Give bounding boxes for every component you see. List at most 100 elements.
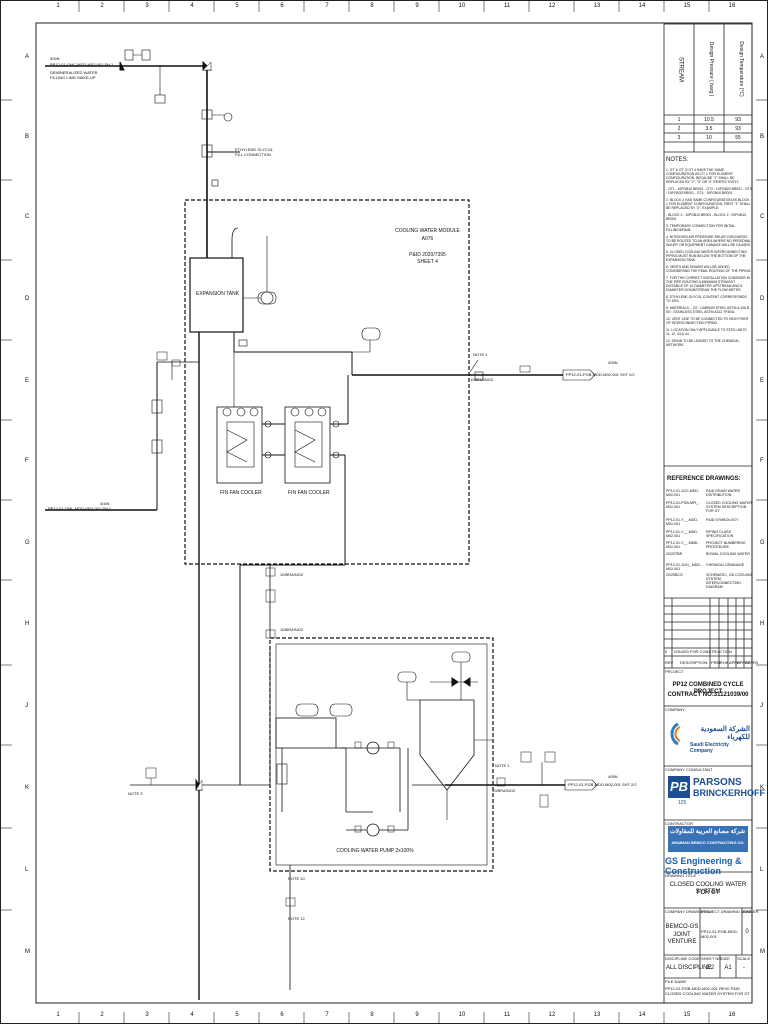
pb-name-line2: BRINCKERHOFF xyxy=(693,788,765,798)
discipline-label: DISCIPLINE CODE xyxy=(665,956,700,961)
grid-col-label: 10 xyxy=(458,1012,466,1018)
top-line-desc-1: DEMINERALIZED WATER xyxy=(50,70,98,75)
ref-title: P&ID DRAIN WATER DISTRIBUTION xyxy=(706,489,741,497)
note-item: 2. BLOCK 2 HAS SAME CONFIGURATION AS BLO… xyxy=(666,198,751,210)
ref-title: PROJECT NUMBERING PROCEDURE xyxy=(706,541,746,549)
gs-logo-name: GS Engineering & Construction xyxy=(665,856,742,876)
project-name: PP12 COMBINED CYCLE PROJECT xyxy=(672,682,744,695)
reference-row: PP12-01-1GC-MDD-M02-001P&ID DRAIN WATER … xyxy=(666,489,754,497)
note-item: 9. MATERIALS: - CS : CARBON STEEL ASTM A… xyxy=(666,306,752,314)
drawing-title-label: DRAWING TITLE xyxy=(665,873,697,878)
module-title-1: COOLING WATER MODULE xyxy=(395,228,460,234)
bemco-arabic-name: شركة مصانع العربية للمقاولات xyxy=(669,829,745,835)
grid-row-label: D xyxy=(760,296,765,302)
reference-row: PP12-01-1GH_-MDD-M02-001CHEMICAL DRAINAG… xyxy=(666,563,754,571)
glycol-label-1: ETHYLENE GLYCOL xyxy=(235,147,274,152)
ref-number: 20/20TBR xyxy=(666,552,683,556)
note-item: - GT1 : 10PGB10 BR001 - GT2 : 10PGB20 BR… xyxy=(666,187,752,195)
note-item: 8. ETHYLENE GLYCOL CONTENT CORRESPONDS T… xyxy=(666,295,747,303)
glycol-label-2: FILL CONNECTION xyxy=(235,152,271,157)
grid-col-label: 4 xyxy=(190,3,194,9)
bemco-logo: شركة مصانع العربية للمقاولات ARABIAN BEM… xyxy=(668,826,748,852)
battery-limit-pump: 10/BRA/NOZ xyxy=(280,627,304,632)
ref-number: PP12-01-Y__-MDD-M02-001 xyxy=(666,518,699,526)
design-temperature-header: Design Temperature (°C) xyxy=(738,41,744,97)
ref-number: PP12-01-Y__-MMD-M02-001 xyxy=(666,541,699,549)
scale-label: SCALE xyxy=(737,956,751,961)
grid-row-label: A xyxy=(760,54,765,60)
file-name-label: FILE NAME xyxy=(665,979,687,984)
grid-col-label: 9 xyxy=(415,1012,419,1018)
stream-cell: 2 xyxy=(677,126,681,132)
grid-row-label: M xyxy=(760,949,765,955)
rev-col-header: APPR3 xyxy=(745,660,759,665)
revision-issue: ISSUED FOR CONSTRUCTION xyxy=(674,649,732,654)
note-1-upper: NOTE 1 xyxy=(473,352,488,357)
grid-col-label: 3 xyxy=(145,3,149,9)
sec-arabic-name: الشركة السعودية للكهرباء xyxy=(700,726,750,741)
grid-col-label: 6 xyxy=(280,3,284,9)
reference-row: PP12-01-PGB-MPI_-M02-001CLOSED COOLING W… xyxy=(666,501,754,513)
stream-cell: 10.5 xyxy=(704,117,714,123)
stream-cell: 10 xyxy=(706,135,712,141)
grid-row-label: L xyxy=(760,867,764,873)
grid-col-label: 14 xyxy=(638,3,646,9)
grid-col-label: 9 xyxy=(415,3,419,9)
sec-name: Saudi Electricity Company xyxy=(690,742,729,754)
battery-limit-upper: 10/BRA/NOZ xyxy=(470,377,494,382)
grid-col-label: 2 xyxy=(100,3,104,9)
rev-col-header: PREP xyxy=(711,660,722,665)
top-line-size: 3/4IN xyxy=(50,56,60,61)
rev-col-header: REV xyxy=(665,660,674,665)
grid-col-label: 8 xyxy=(370,3,374,9)
note-item: 4. NITROGEN AIR PRESSURE RELIEF DISCHARG… xyxy=(666,235,752,247)
pb-years: 125 xyxy=(678,800,687,806)
ref-title: BOWAL COOLING WATER xyxy=(706,552,750,556)
grid-col-label: 12 xyxy=(548,3,556,9)
left-line-tag: PP12-01-GML-MDD-M02-001 SH 1 xyxy=(48,506,112,511)
rev-col-header: DESCRIPTION xyxy=(680,660,708,665)
grid-col-label: 15 xyxy=(683,3,691,9)
stream-cell: 3 xyxy=(677,135,681,141)
grid-row-label: B xyxy=(25,134,30,140)
ref-title: CHEMICAL DRAINAGE xyxy=(706,563,745,567)
joint-venture-line2: JOINT VENTURE xyxy=(667,932,697,945)
grid-col-label: 7 xyxy=(325,3,329,9)
ref-number: PP12-01-PGB-MPI_-M02-001 xyxy=(666,501,700,509)
note-item: 5. CLOSED COOLING WATER INTERCONNECTING … xyxy=(666,250,748,262)
fin-fan-cooler-2-label: FIN FAN COOLER xyxy=(288,490,330,496)
note-item: - BLOCK 1 : 10PGB10 BR001 - BLOCK 2 : 20… xyxy=(666,213,747,221)
note-12-label: NOTE 12 xyxy=(288,916,305,921)
grid-col-label: 6 xyxy=(280,1012,284,1018)
grid-col-label: 3 xyxy=(145,1012,149,1018)
ref-title: SCHEMATIC, GD COOLING SYSTEM INTERCONNEC… xyxy=(706,573,752,589)
grid-col-label: 10 xyxy=(458,3,466,9)
note-item: 11. LOCATION ONLY APPLICABLE TO STEG UNI… xyxy=(666,328,747,336)
ref-title: P&ID SYMBOLOGY xyxy=(706,518,739,522)
pb-logo-icon: PB xyxy=(668,776,690,798)
note-item: 3. TEMPORARY CONNECTION FOR INITIAL FILL… xyxy=(666,224,736,232)
grid-row-label: F xyxy=(760,458,764,464)
grid-row-label: A xyxy=(25,54,30,60)
top-line-desc-2: FILLING LINE/ MAKE-UP xyxy=(50,75,96,80)
project-label: PROJECT xyxy=(665,669,684,674)
grid-col-label: 8 xyxy=(370,1012,374,1018)
grid-col-label: 5 xyxy=(235,1012,239,1018)
pid-reference-2: SHEET 4 xyxy=(417,259,438,265)
project-drawing-no-label: PROJECT DRAWING NUMBER xyxy=(701,909,759,914)
sheet-value: 1/2 xyxy=(705,965,715,971)
reference-row: 20/20TBR BOWAL COOLING WATER xyxy=(666,552,754,556)
cooling-water-pump-label: COOLING WATER PUMP 2x100% xyxy=(336,848,414,854)
grid-col-label: 2 xyxy=(100,1012,104,1018)
grid-row-label: H xyxy=(25,621,30,627)
pb-name-line1: PARSONS xyxy=(693,777,742,788)
grid-row-label: M xyxy=(25,949,30,955)
reference-row: PP12-01-Y__-MMD-M02-001 PROJECT NUMBERING… xyxy=(666,541,754,549)
right-upper-line-tag: PP12-01-PGB-MDD-M02-001 SHT 2/2 xyxy=(566,372,635,377)
project-drawing-no: PP12-01-PGB-MDD-M02-001 xyxy=(701,929,739,939)
grid-col-label: 13 xyxy=(593,3,601,9)
bemco-name: ARABIAN BEMCO CONTRACTING CO. xyxy=(671,840,745,845)
